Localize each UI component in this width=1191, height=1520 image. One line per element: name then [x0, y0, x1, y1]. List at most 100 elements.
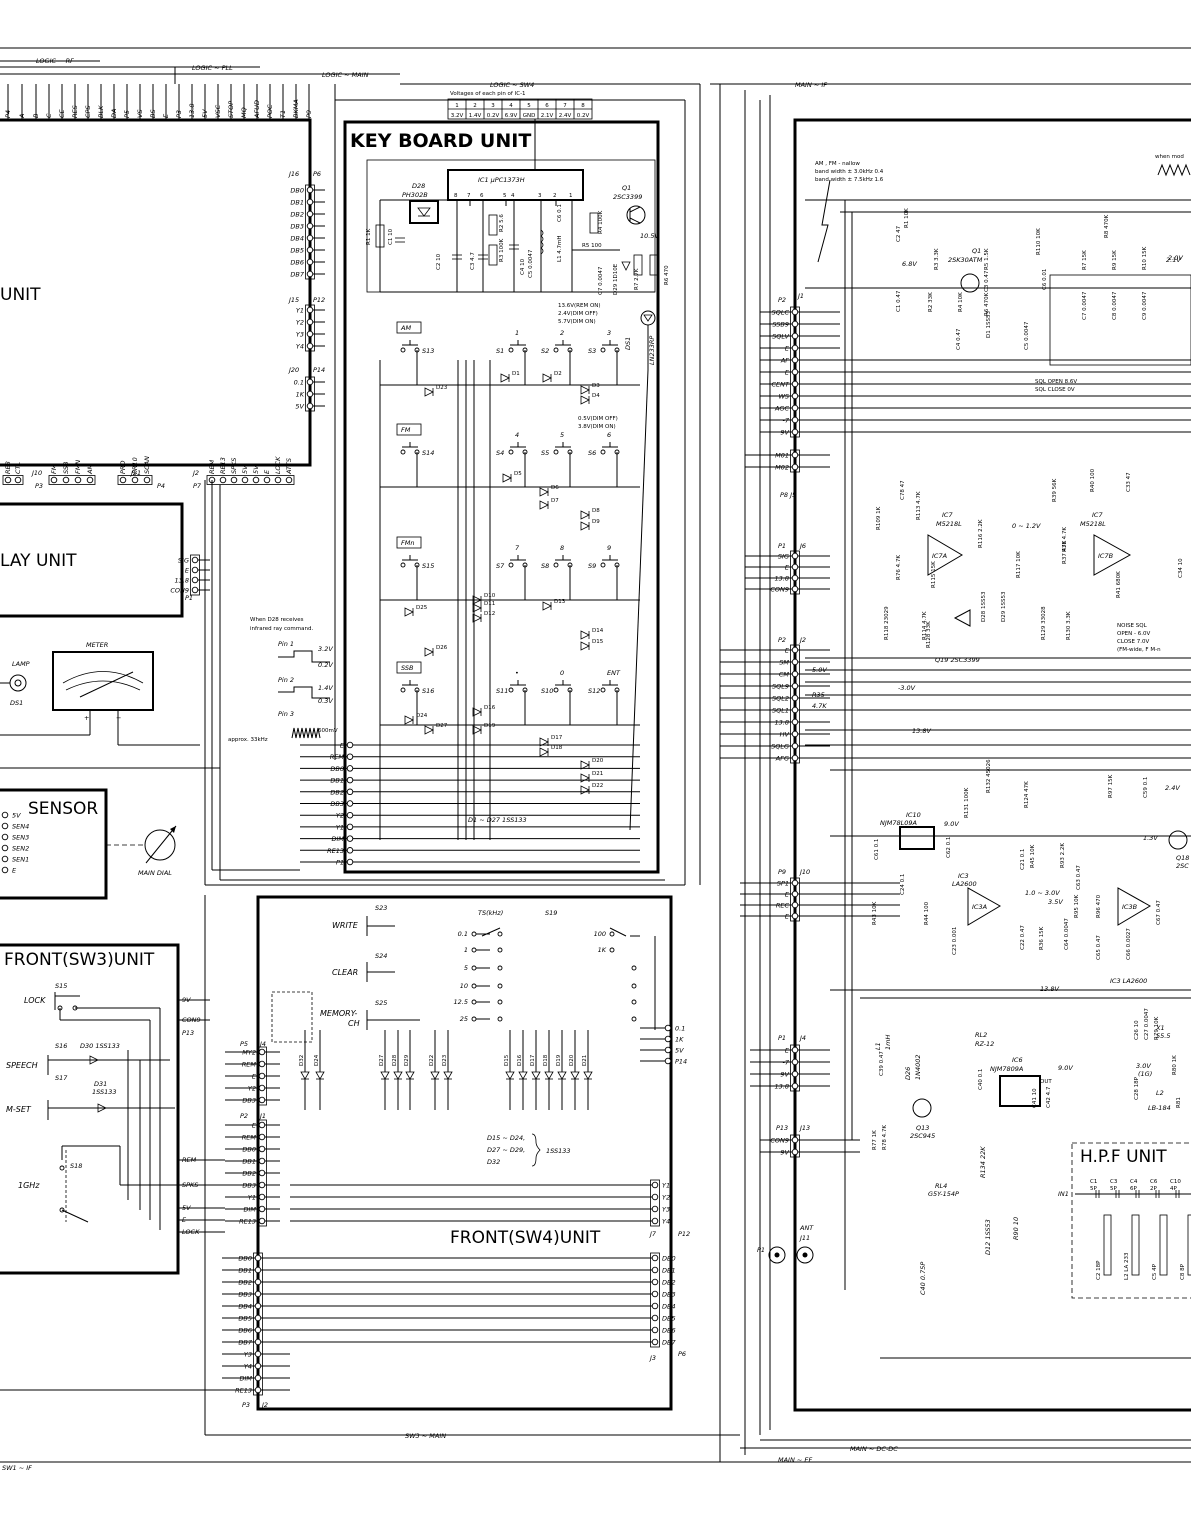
q1-label: Q1: [622, 184, 631, 192]
kb-diode: D2: [554, 371, 562, 377]
main-q1: Q1: [972, 247, 981, 255]
sw4-p5-pins-pin: [258, 1072, 266, 1080]
front-sw4-title: FRONT(SW4)UNIT: [450, 1228, 601, 1248]
kb-diode: D17: [551, 735, 563, 741]
sw4-s24: S24: [375, 952, 387, 960]
main-part: R80 1K: [1172, 1055, 1178, 1075]
noise-sql-2: OPEN - 6.0V: [1117, 631, 1150, 637]
j16-pins-label: DB1: [290, 199, 304, 207]
sw4-left-bus-pin: [254, 1386, 262, 1394]
rem-note-3: 5.7V(DIM ON): [558, 319, 596, 325]
sw4-db-pins-pin: [651, 1326, 659, 1334]
sw4-note-part: 1SS133: [546, 1147, 571, 1155]
wiring-left: SW3 ~ MAIN MAIN ~ DC-DC MAIN ~ EF SW1 ~ …: [0, 84, 1191, 1472]
sw4-write: WRITE: [332, 921, 359, 930]
ant-j11: J11: [798, 1234, 810, 1242]
switch-S9: S9: [588, 562, 596, 570]
main-part: C63 0.47: [1076, 865, 1082, 890]
key-4: 4: [515, 431, 519, 439]
j16-pins-label: DB3: [290, 223, 304, 231]
main-part: C22 0.47: [1020, 925, 1026, 950]
sw4-left-bus-pin: [254, 1350, 262, 1358]
key-FMn: FMn: [401, 539, 414, 547]
svg-text:5: 5: [503, 193, 507, 199]
main-part: C67 0.47: [1156, 900, 1162, 925]
sw4-j1-pins-pin: [258, 1169, 266, 1177]
rem-note-1: 13.6V(REM ON): [558, 303, 601, 309]
d28-label: D28: [412, 182, 425, 190]
kb-bus-pin: [346, 835, 354, 842]
j2-pins-pin: [241, 476, 249, 484]
cable-logic-main: LOGIC ~ MAIN: [322, 71, 369, 79]
rem-note-2: 2.4V(DIM OFF): [558, 311, 598, 317]
sw4-db-pins-label: DB4: [662, 1303, 676, 1311]
l2-part: LB-184: [1148, 1104, 1171, 1112]
sensor-pins-label: SEN2: [12, 845, 29, 853]
ir-pin2-hi: 1.4V: [318, 684, 333, 692]
sw4-p12-pins-pin: [651, 1205, 659, 1213]
main-part: R6 470K: [984, 292, 990, 316]
j2-pins-label: ATTS: [285, 458, 293, 475]
sw3-s15: S15: [55, 982, 67, 990]
rem-note: 13.6V(REM ON) 2.4V(DIM OFF) 5.7V(DIM ON)…: [558, 303, 618, 430]
ic6-label: IC6: [1012, 1056, 1023, 1064]
main-j6-pins-pin: [791, 563, 799, 571]
main-part: C61 0.1: [874, 839, 880, 860]
kb-diode: D12: [484, 611, 495, 617]
j10-pins-label: FMN: [74, 460, 82, 474]
main-p2-pins-pin: [791, 392, 799, 400]
sw4-db-pins-pin: [651, 1266, 659, 1274]
hpf-part-value: 6P: [1130, 1186, 1137, 1192]
kb-diode: D27: [436, 723, 448, 729]
main-part: C1 0.47: [896, 290, 902, 312]
hpf-part2: C2 18P: [1096, 1260, 1102, 1280]
main-part: C39 0.47: [879, 1051, 885, 1076]
main-j2-pins-pin: [791, 670, 799, 678]
sw3-lock: LOCK: [24, 996, 46, 1005]
main-j6-pins-pin: [791, 552, 799, 560]
main-part: R132 45026: [986, 759, 992, 793]
main-part: C5 0.0047: [1024, 321, 1030, 350]
kb-diode: D13: [554, 599, 566, 605]
main-part: C64 0.0047: [1064, 918, 1070, 950]
kb-diode: D7: [551, 498, 559, 504]
main-j13-pins-pin: [791, 1148, 799, 1156]
main-6-8v: 6.8V: [902, 260, 917, 268]
j15-pins-label: Y1: [296, 307, 304, 315]
main-j13: J13: [798, 1124, 810, 1132]
j2-pins-label: 5V: [241, 465, 249, 474]
j16-pins-pin: [306, 210, 314, 218]
main-part: R1 10K: [904, 208, 910, 228]
sw3-d30: D30 1SS133: [80, 1042, 120, 1050]
main-part: R41 680K: [1116, 571, 1122, 598]
sw4-diode: D21: [582, 1055, 588, 1066]
main-13-8v-b: 13.8V: [1040, 985, 1059, 993]
sw4-s25: S25: [375, 999, 387, 1007]
sw4-diode: D24: [314, 1054, 320, 1066]
main-j4-pins-pin: [791, 1058, 799, 1066]
kb-diode: D26: [436, 645, 448, 651]
kb-bus-pin: [346, 776, 354, 784]
j15-pins-label: Y4: [296, 343, 304, 351]
j10-pins-pin: [86, 476, 94, 484]
main-part: R9 15K: [1112, 250, 1118, 270]
hpf-in1: IN1: [1058, 1190, 1069, 1198]
ic7a-label: IC7A: [932, 552, 947, 560]
main-part: R110 10K: [1036, 228, 1042, 255]
main-p2-pins-pin: [791, 380, 799, 388]
sw4-left-bus-pin: [254, 1314, 262, 1322]
voltage-table-title: Voltages of each pin of IC-1: [450, 91, 526, 97]
j2-pins-label: E: [263, 469, 271, 474]
main-part: R4 10K: [958, 292, 964, 312]
voltage-table: Voltages of each pin of IC-1 13.2V21.4V3…: [447, 91, 593, 120]
kb-c7: C7 0.0047: [598, 266, 604, 295]
kb-bus-pin: [346, 741, 354, 749]
kb-c6: C6 0.1: [557, 204, 563, 222]
step-value: 1K: [598, 946, 607, 954]
kb-diode: D25: [416, 605, 428, 611]
